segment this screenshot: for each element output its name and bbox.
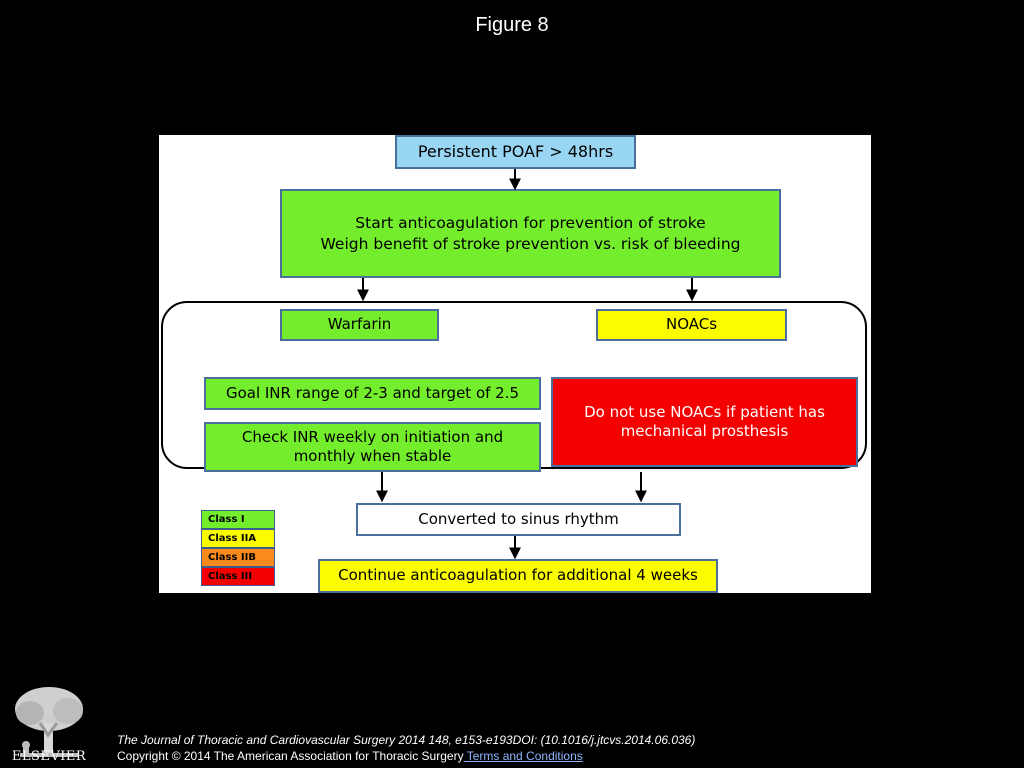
inr-check-line-1: Check INR weekly on initiation and	[241, 427, 504, 446]
converted-label: Converted to sinus rhythm	[418, 509, 619, 528]
continue-node: Continue anticoagulation for additional …	[318, 559, 718, 593]
copyright-line: Copyright © 2014 The American Associatio…	[117, 749, 583, 763]
noacs-node: NOACs	[596, 309, 787, 341]
inr-goal-node: Goal INR range of 2-3 and target of 2.5	[204, 377, 541, 410]
legend-class-iii: Class III	[201, 567, 275, 586]
legend-class-iia: Class IIA	[201, 529, 275, 548]
anticoagulation-line-1: Start anticoagulation for prevention of …	[355, 214, 706, 233]
class-legend: Class I Class IIA Class IIB Class III	[201, 510, 275, 586]
copyright-text: Copyright © 2014 The American Associatio…	[117, 749, 464, 763]
legend-class-i: Class I	[201, 510, 275, 529]
noac-warning-line-2: mechanical prosthesis	[620, 422, 789, 440]
inr-check-node: Check INR weekly on initiation and month…	[204, 422, 541, 472]
figure-title: Figure 8	[475, 14, 549, 36]
terms-link[interactable]: Terms and Conditions	[463, 749, 583, 763]
noac-warning-line-1: Do not use NOACs if patient has	[584, 402, 825, 421]
anticoagulation-line-2: Weigh benefit of stroke prevention vs. r…	[320, 234, 741, 253]
legend-class-iib: Class IIB	[201, 548, 275, 567]
start-node-label: Persistent POAF > 48hrs	[417, 141, 614, 161]
tree-icon	[15, 687, 83, 757]
warfarin-node: Warfarin	[280, 309, 439, 341]
inr-check-line-2: monthly when stable	[293, 447, 452, 465]
citation-label: The Journal of Thoracic and Cardiovascul…	[117, 733, 696, 747]
start-node: Persistent POAF > 48hrs	[395, 135, 636, 169]
continue-label: Continue anticoagulation for additional …	[338, 566, 698, 585]
noacs-label: NOACs	[665, 315, 718, 334]
converted-node: Converted to sinus rhythm	[356, 503, 681, 536]
publisher-wordmark: ELSEVIER	[11, 749, 87, 764]
warfarin-label: Warfarin	[327, 315, 392, 334]
inr-goal-label: Goal INR range of 2-3 and target of 2.5	[225, 383, 520, 402]
anticoagulation-node: Start anticoagulation for prevention of …	[280, 189, 781, 278]
flowchart-panel: Persistent POAF > 48hrs Start anticoagul…	[159, 135, 871, 593]
citation-text: The Journal of Thoracic and Cardiovascul…	[117, 733, 695, 747]
noac-warning-node: Do not use NOACs if patient has mechanic…	[551, 377, 858, 467]
